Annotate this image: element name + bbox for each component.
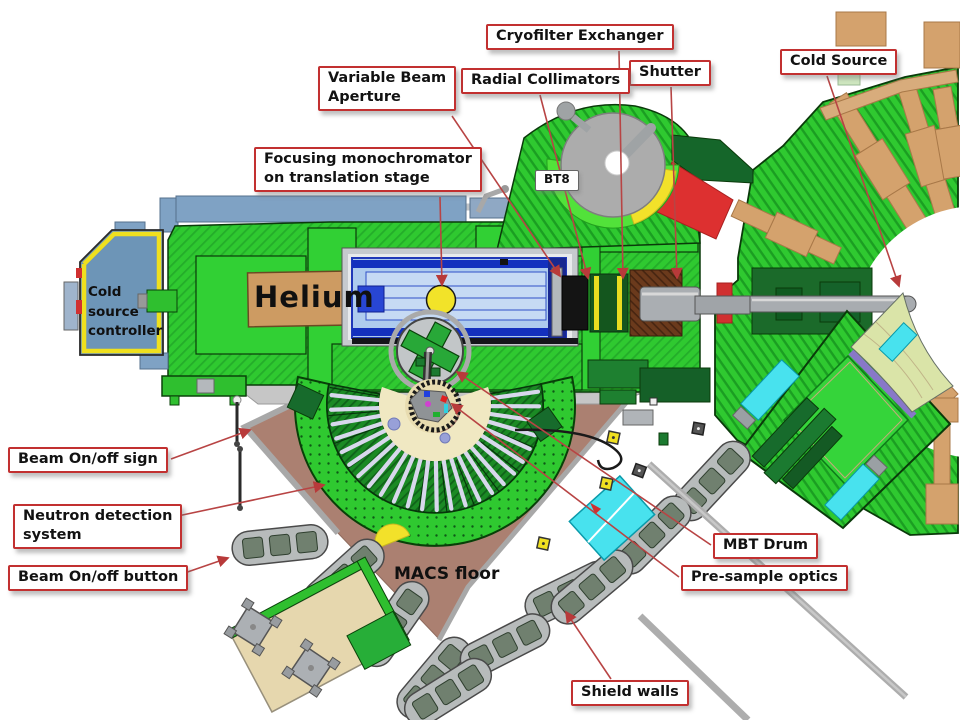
callout-shield-walls: Shield walls xyxy=(571,680,689,706)
floor-markers xyxy=(535,421,706,552)
monorail-bar-2 xyxy=(637,613,751,720)
shield-wall-capsule xyxy=(231,524,329,566)
callout-variable-beam-aperture: Variable Beam Aperture xyxy=(318,66,457,111)
shutter-knob xyxy=(556,101,576,121)
monolith-pipe xyxy=(475,186,506,214)
sample-stage xyxy=(405,379,462,433)
monochromator-drum xyxy=(388,309,472,399)
mbt-dark-blocks xyxy=(751,396,843,490)
cold-source-controller xyxy=(63,221,178,370)
translation-stage xyxy=(341,247,579,347)
callout-shutter: Shutter xyxy=(629,60,711,86)
leader-cold-source xyxy=(826,75,902,288)
beamline xyxy=(246,247,917,347)
work-table xyxy=(227,556,412,713)
mbt-cyan-pad-left xyxy=(731,359,800,430)
label-cold-source-controller: Cold source controller xyxy=(88,284,163,340)
leader-shield-walls xyxy=(564,610,612,680)
shutter-shaft-large xyxy=(639,286,701,322)
callout-beam-on-off-button: Beam On/off button xyxy=(8,565,189,591)
label-macs-floor: MACS floor xyxy=(394,564,500,584)
leader-neutron-detection xyxy=(172,481,326,518)
chair xyxy=(223,597,283,657)
callout-neutron-detection-system: Neutron detection system xyxy=(13,504,183,549)
beam-tube-plug-lower xyxy=(730,199,842,265)
beam-sign-structure xyxy=(161,375,247,511)
callout-mbt-drum: MBT Drum xyxy=(713,533,819,559)
shield-wall-capsule xyxy=(550,549,634,625)
radial-collimator-cylinder xyxy=(589,273,629,333)
callout-radial-collimators: Radial Collimators xyxy=(461,68,631,94)
callout-bt8: BT8 xyxy=(535,170,579,191)
label-helium: Helium xyxy=(254,280,375,314)
leader-shutter xyxy=(670,86,683,280)
callout-cold-source: Cold Source xyxy=(780,49,898,75)
mbt-cyan-pad-bottom xyxy=(824,454,888,521)
leader-mbt-drum xyxy=(455,370,712,546)
shield-wall-capsule xyxy=(403,657,493,720)
controller-red-led xyxy=(76,268,82,278)
dark-green-wedge xyxy=(671,134,754,184)
beam-tube-plugs xyxy=(828,78,960,232)
variable-beam-aperture-block xyxy=(561,275,589,331)
stage-motor xyxy=(357,285,385,313)
callout-cryofilter-exchanger: Cryofilter Exchanger xyxy=(486,24,674,50)
shutter-drum-area xyxy=(496,101,842,265)
callout-focusing-monochromator: Focusing monochromator on translation st… xyxy=(254,147,482,192)
leader-beam-sign xyxy=(170,427,252,460)
chair xyxy=(281,638,341,698)
leader-focusing-monochromator xyxy=(435,196,448,287)
chairs xyxy=(223,597,341,698)
tan-column xyxy=(925,397,959,525)
purple-guide-strip xyxy=(848,349,917,419)
callout-beam-on-off-sign: Beam On/off sign xyxy=(8,447,168,473)
detector-tubes xyxy=(328,389,542,513)
shutter-hole xyxy=(604,150,630,176)
mbt-drum-assembly xyxy=(731,292,954,530)
leader-lines xyxy=(170,50,902,680)
callout-pre-sample-optics: Pre-sample optics xyxy=(681,565,848,591)
floor-cable xyxy=(514,428,623,471)
leader-pre-sample-optics xyxy=(450,402,680,578)
leader-variable-beam-aperture xyxy=(451,115,562,278)
